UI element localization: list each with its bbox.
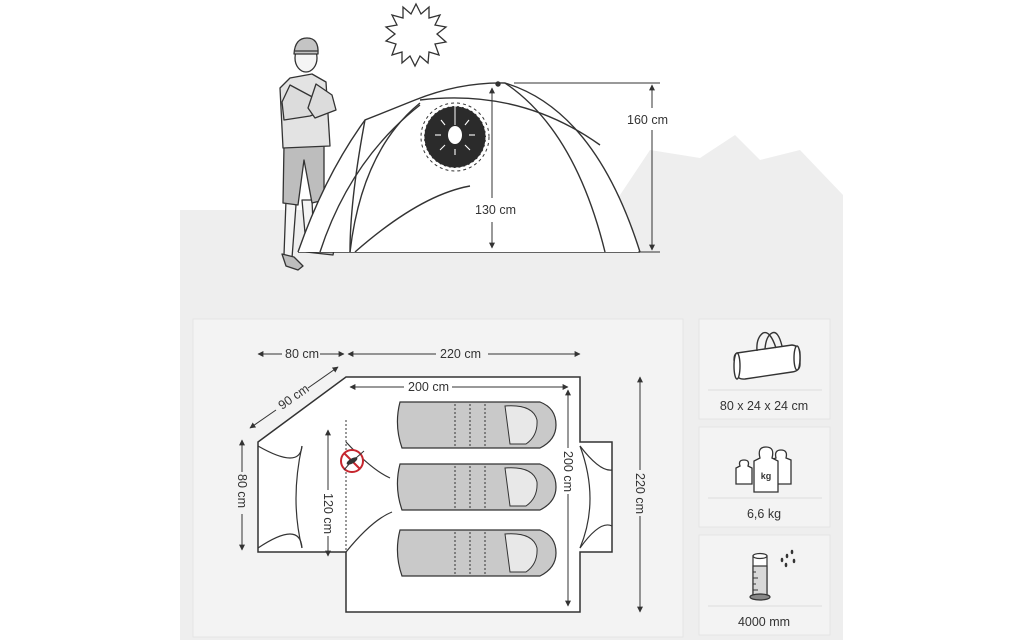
vestibule-depth-side-dimension: 80 cm	[235, 439, 249, 551]
bag-icon	[733, 331, 801, 380]
weights-icon: kg	[735, 446, 792, 493]
vestibule-width-dimension: 120 cm	[321, 429, 335, 557]
spec-card-pack-size: 80 x 24 x 24 cm	[698, 318, 831, 420]
water-column-label: 4000 mm	[738, 615, 790, 629]
floor-plan-panel: 80 cm 220 cm 90 cm 200 cm 80 cm	[192, 318, 684, 638]
total-height-dimension: 160 cm	[514, 82, 668, 253]
svg-text:kg: kg	[761, 471, 772, 481]
vestibule-depth-top-dimension: 80 cm	[257, 347, 345, 361]
sleeping-length-label: 200 cm	[408, 380, 449, 394]
lamp-icon	[420, 102, 490, 172]
vestibule-width-label: 120 cm	[321, 493, 335, 534]
spec-card-weight: kg 6,6 kg	[698, 426, 831, 528]
vestibule-depth-top-label: 80 cm	[285, 347, 319, 361]
spec-cards: 80 x 24 x 24 cm kg 6,6 kg	[698, 318, 831, 636]
vestibule-depth-side-label: 80 cm	[235, 474, 249, 508]
pack-size-label: 80 x 24 x 24 cm	[720, 399, 808, 413]
weight-label: 6,6 kg	[747, 507, 781, 521]
water-column-icon	[749, 549, 796, 601]
sleeping-bag-icon	[396, 529, 557, 577]
door-zipper-right	[579, 445, 613, 549]
sleeping-bags	[396, 401, 557, 577]
no-mosquito-icon	[340, 449, 365, 473]
total-width-label: 220 cm	[633, 473, 647, 514]
sleeping-bag-icon	[396, 463, 557, 511]
inner-length-top-dimension: 220 cm	[347, 347, 581, 361]
sun-icon	[384, 2, 448, 68]
tent-side-view	[297, 81, 641, 253]
sleeping-width-dimension: 200 cm	[561, 389, 575, 607]
door-zipper-left	[257, 441, 393, 553]
sleeping-width-label: 200 cm	[561, 451, 575, 492]
inner-height-dimension: 130 cm	[475, 87, 516, 249]
spec-card-water-column: 4000 mm	[698, 534, 831, 636]
sleeping-length-dimension: 200 cm	[349, 380, 569, 394]
inner-height-label: 130 cm	[475, 203, 516, 217]
total-height-label: 160 cm	[627, 113, 668, 127]
total-width-dimension: 220 cm	[633, 376, 647, 613]
inner-length-top-label: 220 cm	[440, 347, 481, 361]
sleeping-bag-icon	[396, 401, 557, 449]
